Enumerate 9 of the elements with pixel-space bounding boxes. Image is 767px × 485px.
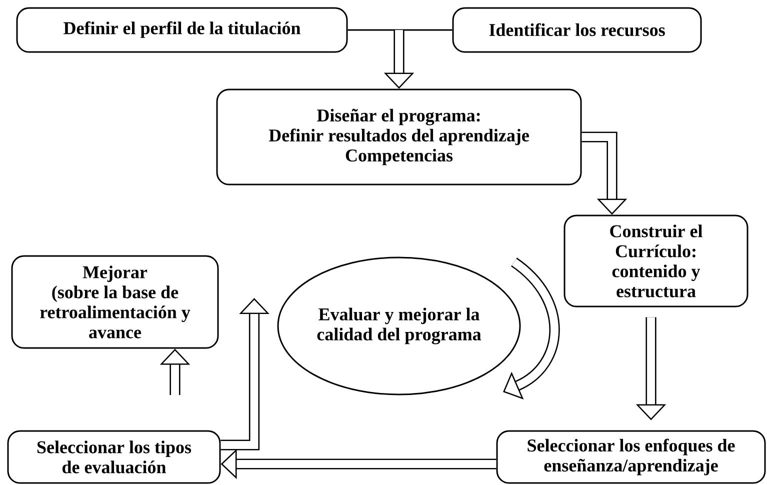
process-box: Seleccionar los tipos de evaluación [7, 430, 221, 484]
process-box: Identificar los recursos [452, 7, 702, 53]
process-box: Diseñar el programa: Definir resultados del aprendizaje Competencias [216, 88, 582, 186]
process-box: Construir el Currículo: contenido y estructura [564, 214, 748, 308]
process-box: Seleccionar los enfoques de enseñanza/aprendizaje [496, 430, 766, 484]
process-box: Mejorar (sobre la base de retroalimentación y avance [11, 255, 219, 349]
process-box: Definir el perfil de la titulación [16, 7, 348, 53]
connector-line [348, 29, 399, 31]
connector-line [399, 29, 452, 31]
